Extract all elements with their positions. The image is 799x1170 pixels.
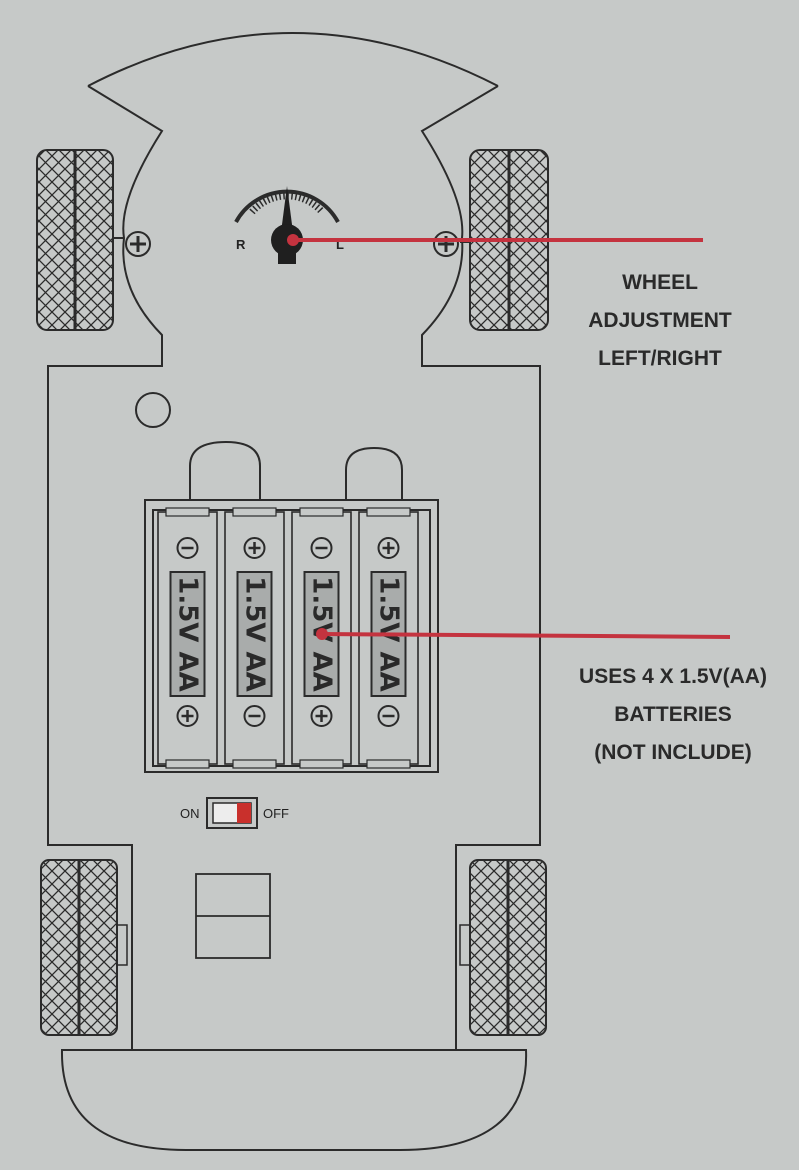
battery-4-bottom-minus-icon [377, 705, 400, 727]
wheel-callout-line-2: ADJUSTMENT [588, 309, 732, 332]
wheel-front-left [36, 149, 124, 331]
rear-panel [195, 873, 271, 959]
battery-2-label: 1.5V AA [240, 576, 270, 691]
wheel-callout-line-3: LEFT/RIGHT [598, 347, 722, 370]
wheel-adjustment-callout: WHEEL ADJUSTMENT LEFT/RIGHT [560, 264, 760, 378]
battery-leader-line [316, 628, 731, 640]
battery-3-top-minus-icon [310, 537, 333, 559]
battery-3-bottom-plus-icon [310, 705, 333, 727]
battery-callout-line-1: USES 4 X 1.5V(AA) [579, 665, 767, 688]
dial-right-label: L [336, 237, 344, 252]
front-bumper [87, 32, 499, 87]
rear-bumper [60, 1049, 528, 1151]
mounting-hole [135, 392, 171, 428]
battery-4-top-plus-icon [377, 537, 400, 559]
wheel-callout-line-1: WHEEL [622, 271, 698, 294]
battery-callout: USES 4 X 1.5V(AA) BATTERIES (NOT INCLUDE… [548, 658, 798, 772]
battery-2-bottom-minus-icon [243, 705, 266, 727]
wheel-rear-left [40, 859, 128, 1036]
steering-trim-dial[interactable]: R L [234, 186, 344, 264]
car-body-outline [47, 32, 541, 1151]
switch-indicator [237, 803, 251, 823]
switch-on-label: ON [180, 806, 200, 821]
battery-callout-line-3: (NOT INCLUDE) [594, 741, 752, 764]
power-switch[interactable]: ON OFF [180, 797, 289, 829]
switch-off-label: OFF [263, 806, 289, 821]
battery-2-top-plus-icon [243, 537, 266, 559]
battery-cell-4: 1.5V AA [358, 507, 419, 769]
wheel-leader-line [287, 234, 703, 246]
battery-cell-2: 1.5V AA [224, 507, 285, 769]
screw-left-icon [125, 231, 151, 257]
battery-1-bottom-plus-icon [176, 705, 199, 727]
battery-cell-3: 1.5V AA [291, 507, 352, 769]
battery-1-top-minus-icon [176, 537, 199, 559]
battery-1-label: 1.5V AA [173, 576, 203, 691]
battery-callout-line-2: BATTERIES [614, 703, 732, 726]
wheel-rear-right [459, 859, 547, 1036]
battery-cell-1: 1.5V AA [157, 507, 218, 769]
screw-right-icon [433, 231, 459, 257]
dial-left-label: R [236, 237, 246, 252]
